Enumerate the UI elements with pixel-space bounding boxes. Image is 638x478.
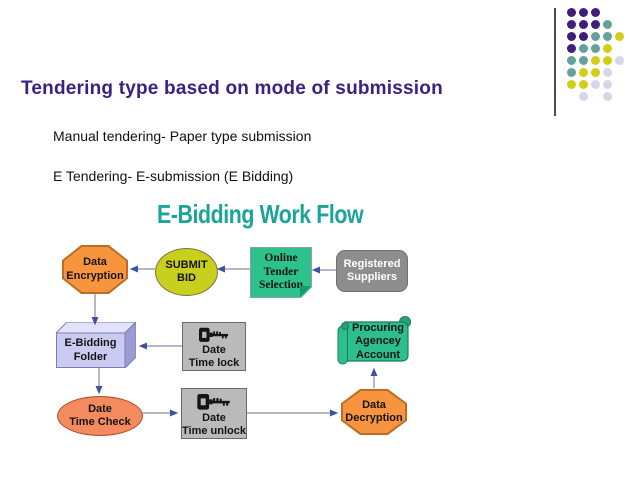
- node-label: E-Bidding Folder: [64, 337, 117, 363]
- node-label: Date Time unlock: [182, 411, 246, 437]
- node-label: SUBMIT BID: [165, 258, 208, 284]
- decor-dot: [579, 68, 588, 77]
- decor-dot: [579, 8, 588, 17]
- key-icon: [199, 327, 229, 342]
- decor-dot: [567, 68, 576, 77]
- cube-shape: [56, 322, 136, 368]
- decor-dot: [567, 56, 576, 65]
- bullet-manual-tendering: Manual tendering- Paper type submission: [53, 128, 312, 144]
- decor-dot: [591, 44, 600, 53]
- decor-dot: [579, 80, 588, 89]
- node-label: Date Time Check: [69, 402, 131, 428]
- node-label: Date Time lock: [188, 343, 240, 369]
- folded-corner: [300, 286, 311, 297]
- node-label: Procuring Agencey Account: [352, 322, 404, 361]
- decor-dot: [567, 80, 576, 89]
- node-label: Registered Suppliers: [343, 257, 401, 283]
- decor-dot: [603, 44, 612, 53]
- diagram-title: E-Bidding Work Flow: [157, 199, 364, 229]
- node-label: Online Tender Selection: [258, 251, 304, 292]
- node-label: Data Decryption: [345, 398, 403, 424]
- decor-dot: [603, 92, 612, 101]
- decor-dot: [567, 32, 576, 41]
- scroll-shape: [337, 316, 411, 365]
- octagon-shape: Data Encryption: [64, 247, 126, 292]
- bullet-e-tendering: E Tendering- E-submission (E Bidding): [53, 168, 294, 184]
- decor-dot: [579, 32, 588, 41]
- decor-dot: [615, 56, 624, 65]
- decor-dot: [603, 68, 612, 77]
- decor-dot: [615, 32, 624, 41]
- decor-dot: [603, 80, 612, 89]
- divider-line: [554, 8, 556, 116]
- node-online-tender-selection: Online Tender Selection: [250, 247, 312, 298]
- decor-dot: [591, 32, 600, 41]
- node-date-time-unlock: Date Time unlock: [181, 388, 247, 439]
- node-date-time-lock: Date Time lock: [182, 322, 246, 371]
- decor-dot: [567, 8, 576, 17]
- node-data-decryption: Data Decryption: [341, 389, 407, 435]
- decor-dot: [579, 56, 588, 65]
- decor-dot-grid: [567, 8, 633, 112]
- flow-arrows: [91, 265, 378, 417]
- decor-dot: [579, 92, 588, 101]
- decor-dot: [603, 20, 612, 29]
- decor-dot: [591, 20, 600, 29]
- decor-dot: [579, 44, 588, 53]
- node-data-encryption: Data Encryption: [62, 245, 128, 294]
- decor-dot: [591, 80, 600, 89]
- node-label: Data Encryption: [66, 256, 124, 282]
- node-date-time-check: Date Time Check: [57, 396, 143, 436]
- node-registered-suppliers: Registered Suppliers: [336, 250, 408, 292]
- decor-dot: [579, 20, 588, 29]
- decor-dot: [567, 44, 576, 53]
- node-ebidding-folder: E-Bidding Folder: [56, 322, 136, 368]
- decor-dot: [591, 8, 600, 17]
- decor-dot: [567, 20, 576, 29]
- decor-dot: [603, 32, 612, 41]
- slide-title: Tendering type based on mode of submissi…: [21, 78, 443, 99]
- decor-dot: [603, 56, 612, 65]
- node-procuring-agency-account: Procuring Agencey Account: [335, 313, 414, 367]
- decor-dot: [591, 56, 600, 65]
- key-icon: [197, 393, 230, 410]
- octagon-shape: Data Decryption: [343, 391, 405, 433]
- decor-dot: [591, 68, 600, 77]
